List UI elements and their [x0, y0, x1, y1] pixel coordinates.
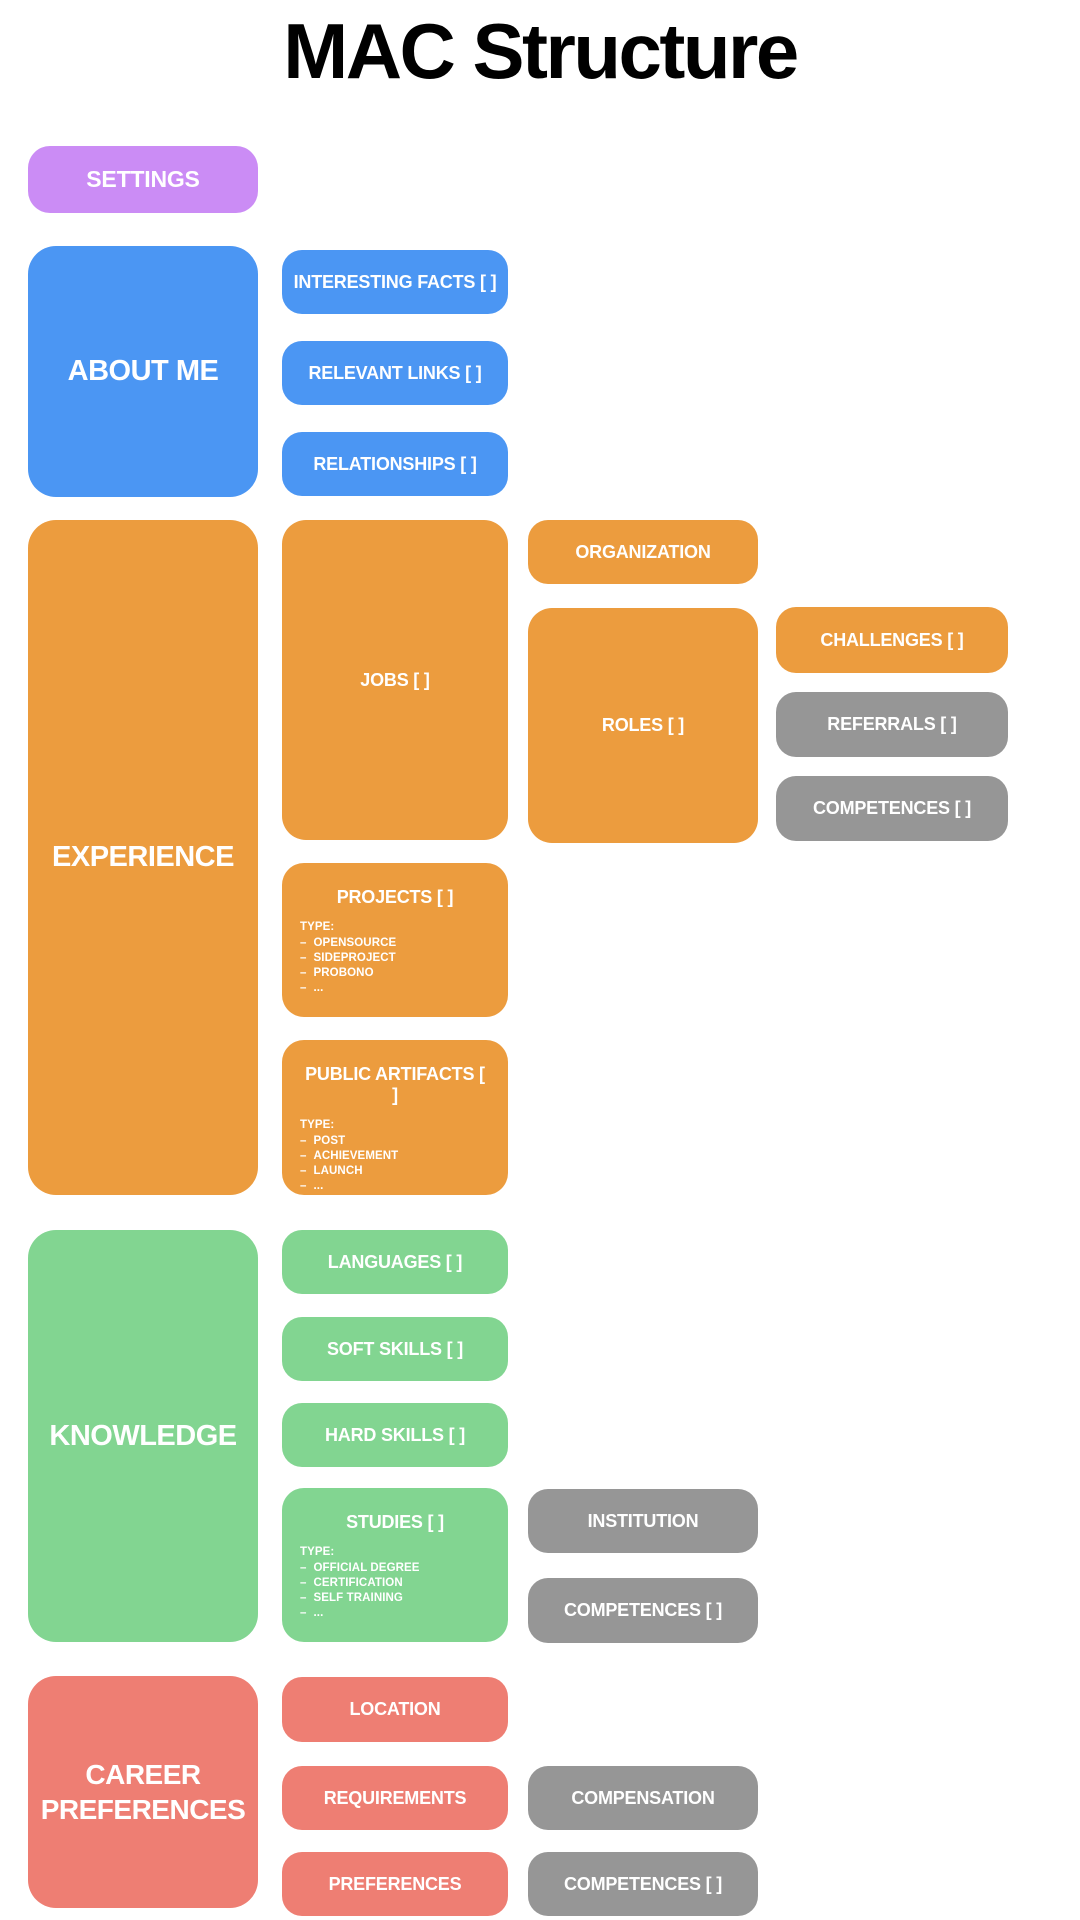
dash-bullet: – — [300, 1607, 307, 1619]
type-item: –SIDEPROJECT — [300, 951, 490, 966]
roles-competences-box: COMPETENCES [ ] — [776, 776, 1008, 841]
studies-title: STUDIES [ ] — [346, 1512, 444, 1532]
type-item: –OPENSOURCE — [300, 936, 490, 951]
hard-skills-box: HARD SKILLS [ ] — [282, 1403, 508, 1467]
type-item: –SELF TRAINING — [300, 1591, 490, 1606]
type-item-label: ... — [313, 1180, 324, 1192]
soft-skills-box: SOFT SKILLS [ ] — [282, 1317, 508, 1381]
requirements-box: REQUIREMENTS — [282, 1766, 508, 1830]
type-item-label: PROBONO — [313, 967, 374, 979]
type-item-label: CERTIFICATION — [313, 1577, 403, 1589]
dash-bullet: – — [300, 1562, 307, 1574]
type-item: –CERTIFICATION — [300, 1576, 490, 1591]
projects-box: PROJECTS [ ] TYPE: –OPENSOURCE –SIDEPROJ… — [282, 863, 508, 1017]
jobs-box: JOBS [ ] — [282, 520, 508, 840]
relevant-links-box: RELEVANT LINKS [ ] — [282, 341, 508, 405]
interesting-facts-box: INTERESTING FACTS [ ] — [282, 250, 508, 314]
type-item: –ACHIEVEMENT — [300, 1149, 490, 1164]
experience-box: EXPERIENCE — [28, 520, 258, 1195]
dash-bullet: – — [300, 1592, 307, 1604]
referrals-box: REFERRALS [ ] — [776, 692, 1008, 757]
dash-bullet: – — [300, 952, 307, 964]
challenges-box: CHALLENGES [ ] — [776, 607, 1008, 673]
type-item-label: ... — [313, 1607, 324, 1619]
career-preferences-box: CAREER PREFERENCES — [28, 1676, 258, 1908]
career-competences-box: COMPETENCES [ ] — [528, 1852, 758, 1916]
type-item: –POST — [300, 1134, 490, 1149]
public-artifacts-box: PUBLIC ARTIFACTS [ ] TYPE: –POST –ACHIEV… — [282, 1040, 508, 1195]
studies-type-block: TYPE: –OFFICIAL DEGREE –CERTIFICATION –S… — [300, 1545, 490, 1621]
type-item-label: POST — [313, 1135, 346, 1147]
studies-competences-box: COMPETENCES [ ] — [528, 1578, 758, 1643]
type-item-label: ACHIEVEMENT — [313, 1150, 399, 1162]
location-box: LOCATION — [282, 1677, 508, 1742]
type-item-label: OPENSOURCE — [313, 937, 397, 949]
type-item: –PROBONO — [300, 966, 490, 981]
type-item-label: SIDEPROJECT — [313, 952, 396, 964]
projects-title: PROJECTS [ ] — [336, 887, 454, 907]
type-item: –LAUNCH — [300, 1164, 490, 1179]
dash-bullet: – — [300, 1165, 307, 1177]
type-item-label: OFFICIAL DEGREE — [313, 1562, 420, 1574]
relationships-box: RELATIONSHIPS [ ] — [282, 432, 508, 496]
dash-bullet: – — [300, 967, 307, 979]
type-item: –... — [300, 1179, 490, 1194]
projects-type-block: TYPE: –OPENSOURCE –SIDEPROJECT –PROBONO … — [300, 920, 490, 996]
page-title: MAC Structure — [283, 7, 799, 95]
public-artifacts-type-list: –POST –ACHIEVEMENT –LAUNCH –... — [300, 1134, 490, 1194]
type-item: –... — [300, 981, 490, 996]
organization-box: ORGANIZATION — [528, 520, 758, 584]
dash-bullet: – — [300, 937, 307, 949]
dash-bullet: – — [300, 982, 307, 994]
preferences-box: PREFERENCES — [282, 1852, 508, 1916]
dash-bullet: – — [300, 1577, 307, 1589]
public-artifacts-type-heading: TYPE: — [300, 1119, 335, 1131]
settings-box: SETTINGS — [28, 146, 258, 213]
languages-box: LANGUAGES [ ] — [282, 1230, 508, 1294]
dash-bullet: – — [300, 1180, 307, 1192]
dash-bullet: – — [300, 1150, 307, 1162]
type-item-label: ... — [313, 982, 324, 994]
public-artifacts-title: PUBLIC ARTIFACTS [ ] — [305, 1064, 485, 1105]
type-item: –... — [300, 1606, 490, 1621]
institution-box: INSTITUTION — [528, 1489, 758, 1553]
type-item-label: LAUNCH — [313, 1165, 363, 1177]
dash-bullet: – — [300, 1135, 307, 1147]
studies-type-heading: TYPE: — [300, 1546, 335, 1558]
public-artifacts-type-block: TYPE: –POST –ACHIEVEMENT –LAUNCH –... — [300, 1118, 490, 1194]
roles-box: ROLES [ ] — [528, 608, 758, 843]
knowledge-box: KNOWLEDGE — [28, 1230, 258, 1642]
studies-type-list: –OFFICIAL DEGREE –CERTIFICATION –SELF TR… — [300, 1561, 490, 1621]
compensation-box: COMPENSATION — [528, 1766, 758, 1830]
type-item: –OFFICIAL DEGREE — [300, 1561, 490, 1576]
studies-box: STUDIES [ ] TYPE: –OFFICIAL DEGREE –CERT… — [282, 1488, 508, 1642]
projects-type-list: –OPENSOURCE –SIDEPROJECT –PROBONO –... — [300, 936, 490, 996]
about-me-box: ABOUT ME — [28, 246, 258, 497]
projects-type-heading: TYPE: — [300, 921, 335, 933]
type-item-label: SELF TRAINING — [313, 1592, 403, 1604]
